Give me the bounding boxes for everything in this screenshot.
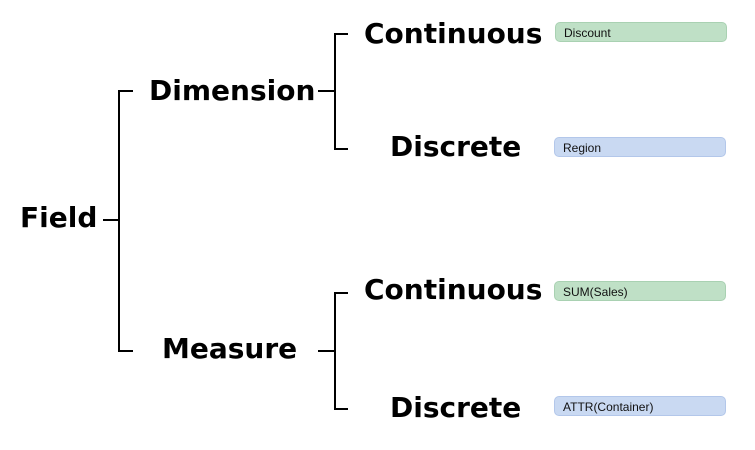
root-bracket: [118, 90, 133, 352]
root-node-field: Field: [20, 201, 98, 234]
pill-attr-container[interactable]: ATTR(Container): [554, 396, 726, 416]
node-dimension-continuous: Continuous: [364, 17, 543, 50]
node-measure-discrete: Discrete: [390, 391, 522, 424]
dimension-bracket: [334, 33, 348, 150]
node-dimension: Dimension: [149, 74, 316, 107]
node-dimension-discrete: Discrete: [390, 130, 522, 163]
pill-region[interactable]: Region: [554, 137, 726, 157]
pill-discount[interactable]: Discount: [555, 22, 727, 42]
pill-sum-sales[interactable]: SUM(Sales): [554, 281, 726, 301]
node-measure: Measure: [162, 332, 298, 365]
node-measure-continuous: Continuous: [364, 273, 543, 306]
measure-bracket: [334, 292, 348, 410]
